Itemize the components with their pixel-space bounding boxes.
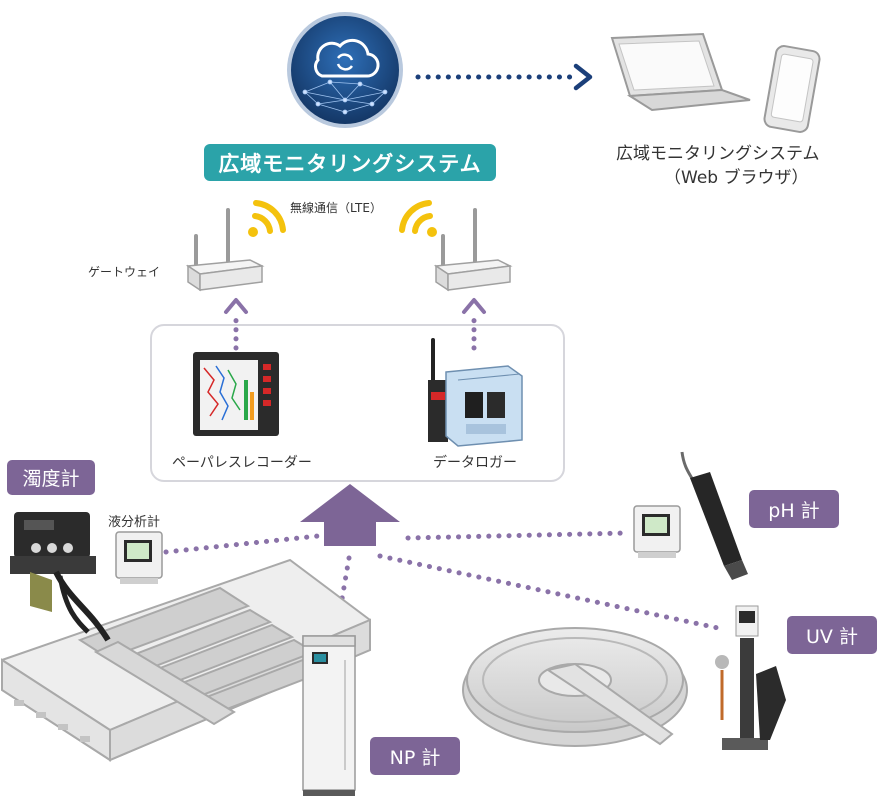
liquid-analyzer-label: 液分析計 xyxy=(108,515,161,530)
ph-label: pH 計 xyxy=(768,499,820,522)
wireless-signal-icon xyxy=(248,200,286,237)
aggregation-arrow xyxy=(300,484,400,546)
browser-link-arrow xyxy=(415,63,593,91)
turbidity-meter-device xyxy=(10,512,111,642)
uv-meter-device xyxy=(715,605,786,750)
ph-badge: pH 計 xyxy=(749,490,839,528)
np-badge: NP 計 xyxy=(370,737,460,775)
np-analyzer-cabinet xyxy=(302,635,356,796)
uv-badge: UV 計 xyxy=(787,616,877,654)
browser-system-title: 広域モニタリングシステム xyxy=(616,144,820,164)
ph-sensor-device xyxy=(680,451,748,580)
system-title: 広域モニタリングシステム xyxy=(218,151,482,176)
clarifier-tank-icon xyxy=(462,627,688,747)
gateway-label: ゲートウェイ xyxy=(88,265,161,279)
wireless-signal-icon xyxy=(399,200,437,237)
smartphone-icon xyxy=(763,45,821,133)
cloud-system-icon xyxy=(287,12,403,128)
browser-note: （Web ブラウザ） xyxy=(664,168,809,188)
laptop-icon xyxy=(610,32,751,112)
turbidity-label: 濁度計 xyxy=(22,468,80,490)
wireless-label: 無線通信（LTE） xyxy=(290,201,382,215)
paperless-recorder-label: ペーパレスレコーダー xyxy=(172,455,312,471)
data-link-lines xyxy=(163,530,721,637)
uv-label: UV 計 xyxy=(806,625,858,648)
gateway-router-icon xyxy=(433,208,513,292)
ph-analyzer-device xyxy=(633,505,681,558)
np-label: NP 計 xyxy=(389,746,441,769)
gateway-router-icon xyxy=(185,208,265,292)
liquid-analyzer-device xyxy=(115,531,163,584)
turbidity-badge: 濁度計 xyxy=(7,460,95,495)
data-logger-label: データロガー xyxy=(433,455,517,471)
system-title-badge: 広域モニタリングシステム xyxy=(204,144,496,181)
